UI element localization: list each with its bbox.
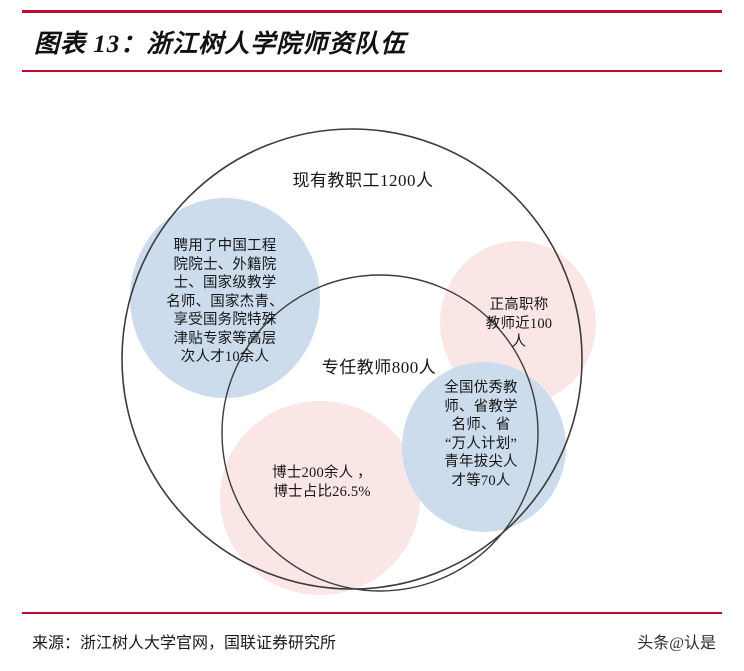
figure-header-band: 图表 13：浙江树人学院师资队伍	[22, 10, 722, 72]
diagram-canvas: 现有教职工1200人 专任教师800人 聘用了中国工程 院院士、外籍院 士、国家…	[0, 78, 744, 608]
blob-high-level-talent	[130, 198, 320, 398]
page-title: 图表 13：浙江树人学院师资队伍	[34, 31, 407, 58]
figure-footer-band: 来源：浙江树人大学官网，国联证券研究所 头条@认是	[22, 612, 722, 660]
watermark-label: 头条@认是	[637, 635, 716, 652]
blob-national-honor-teachers	[402, 362, 566, 532]
inner-circle-outline	[221, 274, 539, 592]
venn-diagram-svg	[121, 128, 596, 595]
source-note: 来源：浙江树人大学官网，国联证券研究所	[32, 635, 337, 652]
